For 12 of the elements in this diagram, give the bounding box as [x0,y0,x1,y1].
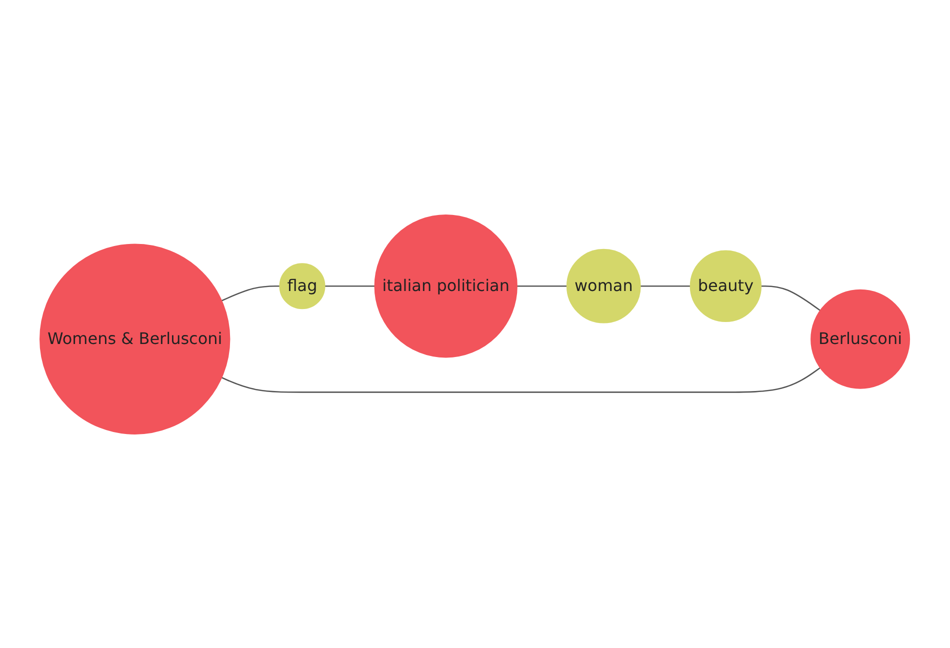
connector [761,284,821,311]
connector [324,284,375,286]
node-circle: flag [279,262,326,309]
connector [222,366,821,392]
node-circle: italian politician [374,214,518,358]
node-circle: Womens & Berlusconi [40,243,230,434]
connector [222,284,280,301]
node-circle: woman [566,248,642,323]
node-circle: beauty [690,250,762,322]
node-circle: Berlusconi [810,288,910,388]
connector [517,284,568,286]
connector [640,284,691,286]
